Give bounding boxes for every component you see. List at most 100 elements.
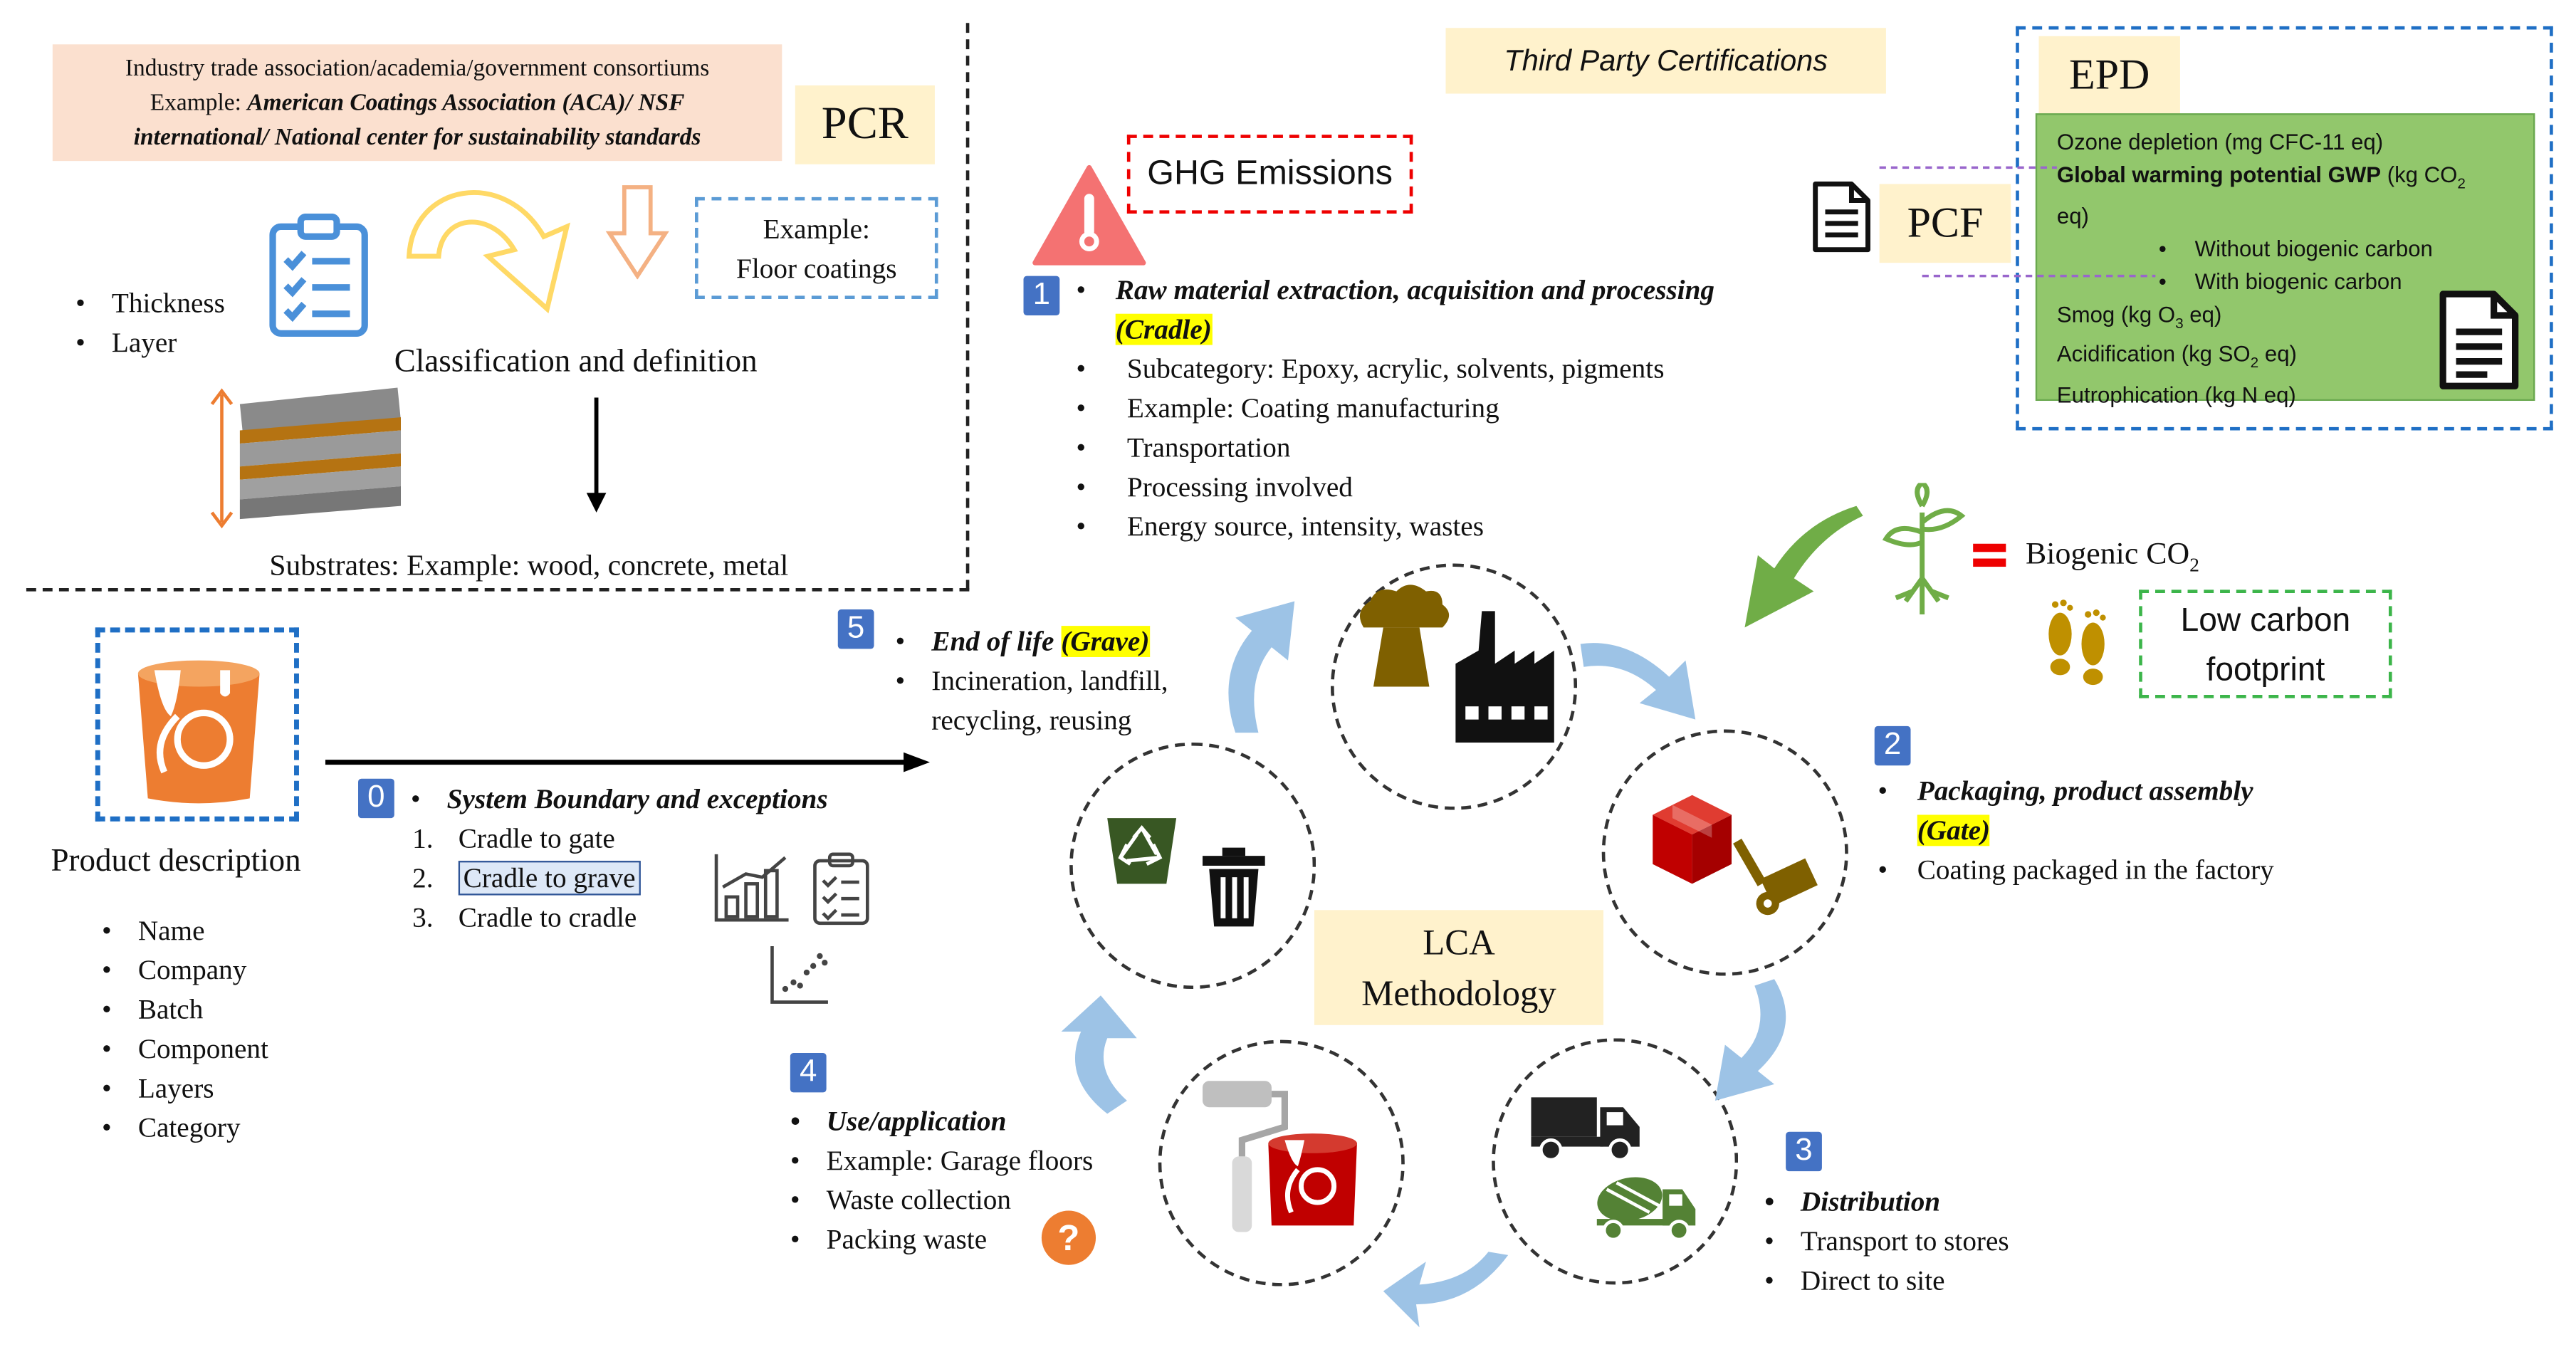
step-badge-0: 0 xyxy=(358,778,394,819)
attr-company: Company xyxy=(102,951,268,990)
boundary-option-1: 1.Cradle to gate xyxy=(412,823,615,854)
consortium-example-prefix: Example: xyxy=(150,90,248,117)
stage2-tag: (Gate) xyxy=(1917,814,1991,847)
epd-smog: Smog (kg O3 eq) xyxy=(2056,301,2222,331)
low-carbon-footprint-box: Low carbon footprint xyxy=(2139,589,2392,698)
stage1-list: Subcategory: Epoxy, acrylic, solvents, p… xyxy=(1076,350,1664,547)
epd-frame xyxy=(2016,26,2553,431)
low-carbon-line1: Low carbon xyxy=(2180,602,2351,639)
consortium-box: Industry trade association/academia/gove… xyxy=(52,44,782,162)
example-label: Example: xyxy=(763,213,870,245)
system-boundary: •System Boundary and exceptions xyxy=(410,783,828,815)
step-badge-3: 3 xyxy=(1786,1131,1822,1172)
product-attributes: Name Company Batch Component Layers Cate… xyxy=(102,912,268,1148)
attr-batch: Batch xyxy=(102,990,268,1029)
cycle-arrow-3 xyxy=(1383,1252,1509,1328)
stage3-item-2: Direct to site xyxy=(1764,1262,2009,1301)
stage5-tag: (Grave) xyxy=(1061,626,1150,657)
boundary-option-3: 3.Cradle to cradle xyxy=(412,901,637,933)
question-icon: ? xyxy=(1041,1210,1096,1265)
trash-can-icon xyxy=(1203,847,1265,927)
pcf-label: PCF xyxy=(1879,184,2011,263)
epd-gwp-eq: eq) xyxy=(2056,203,2089,229)
pcf-document-icon xyxy=(1813,181,1870,253)
attr-component: Component xyxy=(102,1030,268,1069)
bullet-layer: Layer xyxy=(75,324,225,363)
substrates-label: Substrates: Example: wood, concrete, met… xyxy=(269,548,789,582)
stage1-text: •Raw material extraction, acquisition an… xyxy=(1076,274,1715,345)
epd-ozone: Ozone depletion (mg CFC-11 eq) xyxy=(2056,130,2384,154)
factory-icon xyxy=(1359,585,1554,743)
stage5-text: •End of life (Grave) •Incineration, land… xyxy=(896,623,1168,741)
stage2-text: •Packaging, product assembly (Gate) •Coa… xyxy=(1878,775,2274,886)
epd-eutrophication: Eutrophication (kg N eq) xyxy=(2056,382,2296,408)
stage4-item-2: Waste collection xyxy=(790,1181,1093,1220)
paint-can-icon xyxy=(1268,1133,1357,1226)
pcr-divider-horizontal xyxy=(26,588,970,592)
stage5-title: End of life xyxy=(931,626,1054,657)
floor-coatings-label: Floor coatings xyxy=(736,253,897,285)
green-arrow-icon xyxy=(1744,505,1863,628)
curved-arrow-icon xyxy=(406,190,571,314)
epd-acidification: Acidification (kg SO2 eq) xyxy=(2056,342,2297,372)
attr-layers: Layers xyxy=(102,1069,268,1108)
consortium-example: American Coatings Association (ACA)/ NSF xyxy=(247,90,685,117)
equals-icon xyxy=(1973,543,2006,567)
recycle-bin-icon xyxy=(1107,818,1177,884)
ghg-emissions-box: GHG Emissions xyxy=(1126,135,1413,214)
epd-gwp-with: •With biogenic carbon xyxy=(2158,268,2402,294)
stage1-item-2: Example: Coating manufacturing xyxy=(1076,389,1664,429)
attr-name: Name xyxy=(102,912,268,951)
bar-chart-icon xyxy=(714,854,789,922)
consortium-line1: Industry trade association/academia/gove… xyxy=(125,56,710,83)
stage3-title: Distribution xyxy=(1764,1183,2009,1222)
stage2-title: Packaging, product assembly xyxy=(1917,775,2253,807)
stage1-item-3: Transportation xyxy=(1076,429,1664,468)
long-right-arrow xyxy=(325,752,930,772)
checklist-icon xyxy=(813,852,869,926)
step-badge-1: 1 xyxy=(1023,276,1060,316)
clipboard-icon xyxy=(269,213,368,337)
pcf-connectors xyxy=(1879,166,2156,278)
stage1-title: Raw material extraction, acquisition and… xyxy=(1115,274,1715,306)
paint-bucket-icon xyxy=(137,660,260,804)
truck-icon xyxy=(1531,1097,1640,1160)
system-boundary-title: System Boundary and exceptions xyxy=(446,783,828,815)
classification-label: Classification and definition xyxy=(394,345,758,380)
epd-document-icon xyxy=(2439,290,2519,389)
step-badge-4: 4 xyxy=(790,1053,827,1093)
product-icon-frame xyxy=(95,627,299,822)
stage-circle-distribution xyxy=(1492,1038,1739,1285)
stage3-item-1: Transport to stores xyxy=(1764,1222,2009,1262)
bullet-thickness: Thickness xyxy=(75,284,225,323)
package-icon xyxy=(1653,795,1818,916)
pcr-bullets: Thickness Layer xyxy=(75,284,225,363)
stage5-line3: recycling, reusing xyxy=(931,704,1132,736)
step-badge-5: 5 xyxy=(837,609,874,649)
low-carbon-line2: footprint xyxy=(2206,652,2325,688)
stage2-item-1: Coating packaged in the factory xyxy=(1917,854,2274,886)
pcr-label: PCR xyxy=(795,85,935,164)
layers-icon xyxy=(210,387,402,529)
stage5-line2: Incineration, landfill, xyxy=(931,665,1168,697)
stage1-tag: (Cradle) xyxy=(1115,313,1212,345)
boundary-options: 1.Cradle to gate 2.Cradle to grave 3.Cra… xyxy=(412,819,641,938)
pcr-divider-vertical xyxy=(965,23,970,590)
stage4-list: Use/application Example: Garage floors W… xyxy=(790,1102,1093,1260)
plant-icon xyxy=(1882,483,1966,614)
paint-roller-icon xyxy=(1203,1081,1289,1232)
lca-label-line2: Methodology xyxy=(1361,972,1556,1014)
cycle-arrow-5 xyxy=(1228,601,1295,733)
floor-coatings-example: Example: Floor coatings xyxy=(695,196,938,299)
epd-gwp: Global warming potential GWP (kg CO2 xyxy=(2056,162,2466,192)
classification-down-arrow-icon xyxy=(586,397,607,513)
stage-circle-grave xyxy=(1069,742,1316,990)
consortium-example-cont: international/ National center for susta… xyxy=(133,125,701,152)
lca-methodology-label: LCA Methodology xyxy=(1314,910,1604,1025)
stage1-item-4: Processing involved xyxy=(1076,468,1664,508)
boundary-option-2: 2.Cradle to grave xyxy=(412,859,641,898)
stage4-item-3: Packing waste xyxy=(790,1220,1093,1259)
lca-label-line1: LCA xyxy=(1423,921,1495,963)
epd-label: EPD xyxy=(2038,36,2180,115)
third-party-certifications: Third Party Certifications xyxy=(1445,28,1886,94)
